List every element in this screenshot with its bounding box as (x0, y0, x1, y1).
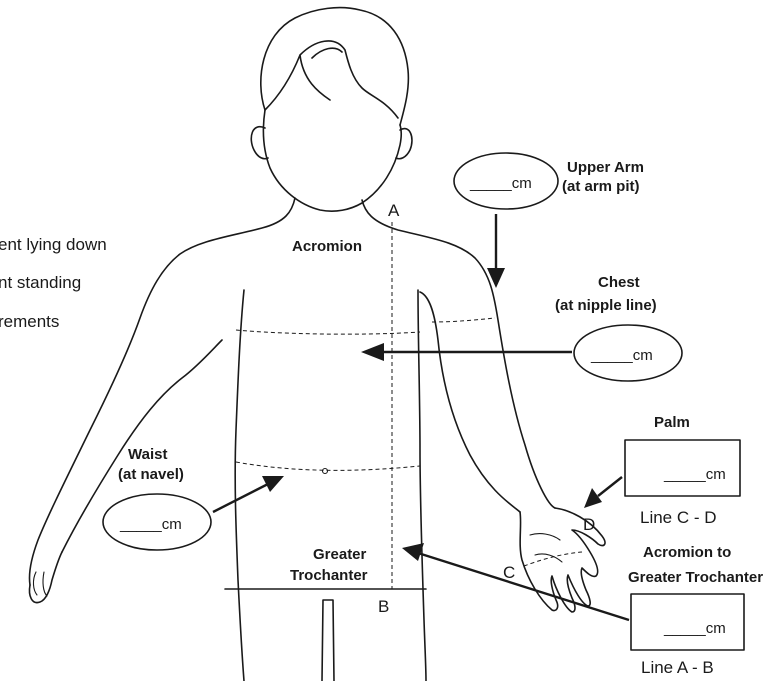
palm-arrow-head (584, 488, 602, 508)
upper-arm-sublabel: (at arm pit) (562, 178, 640, 195)
chest-sublabel: (at nipple line) (555, 297, 657, 314)
greater-trochanter-sublabel: Trochanter (290, 567, 368, 584)
intro-line-1: ent lying down (0, 235, 107, 254)
intro-line-3: rements (0, 312, 59, 331)
palm-field[interactable]: _____cm (663, 466, 726, 483)
chest-label: Chest (598, 274, 640, 291)
intro-line-2: nt standing (0, 273, 81, 292)
right-inner-arm (420, 292, 520, 512)
torso-right-side (418, 290, 426, 681)
upper-arm-label: Upper Arm (567, 159, 644, 176)
upper-arm-field[interactable]: _____cm (469, 175, 532, 192)
palm-caption: Line C - D (640, 508, 717, 527)
point-a-label: A (388, 201, 400, 220)
chest-arrow-head (361, 343, 384, 361)
left-hand-fingers (33, 572, 47, 596)
right-body-outline (362, 200, 555, 508)
waist-arrow-shaft (213, 484, 268, 512)
navel-mark (323, 469, 328, 474)
point-c-label: C (503, 563, 515, 582)
point-d-label: D (583, 515, 595, 534)
greater-trochanter-label: Greater (313, 546, 367, 563)
acromion-label: Acromion (292, 238, 362, 255)
leg-split (322, 600, 334, 681)
face-outline (263, 110, 401, 211)
palm-arrow-shaft (598, 477, 622, 496)
chest-field[interactable]: _____cm (590, 347, 653, 364)
palm-label: Palm (654, 414, 690, 431)
palm-creases (530, 534, 562, 562)
upper-arm-line (432, 318, 495, 322)
waist-label: Waist (128, 446, 167, 463)
palm-line (524, 552, 582, 566)
waist-arrow-head (262, 476, 284, 492)
torso-left-side (235, 290, 244, 681)
acromion-to-trochanter-caption: Line A - B (641, 658, 714, 677)
acromion-to-trochanter-label: Acromion to (643, 544, 731, 561)
waist-sublabel: (at navel) (118, 466, 184, 483)
point-b-label: B (378, 597, 389, 616)
hair (261, 8, 409, 125)
trochanter-arrow-head (402, 543, 424, 561)
acromion-to-trochanter-field[interactable]: _____cm (663, 620, 726, 637)
waist-field[interactable]: _____cm (119, 516, 182, 533)
acromion-to-trochanter-sublabel: Greater Trochanter (628, 569, 763, 586)
